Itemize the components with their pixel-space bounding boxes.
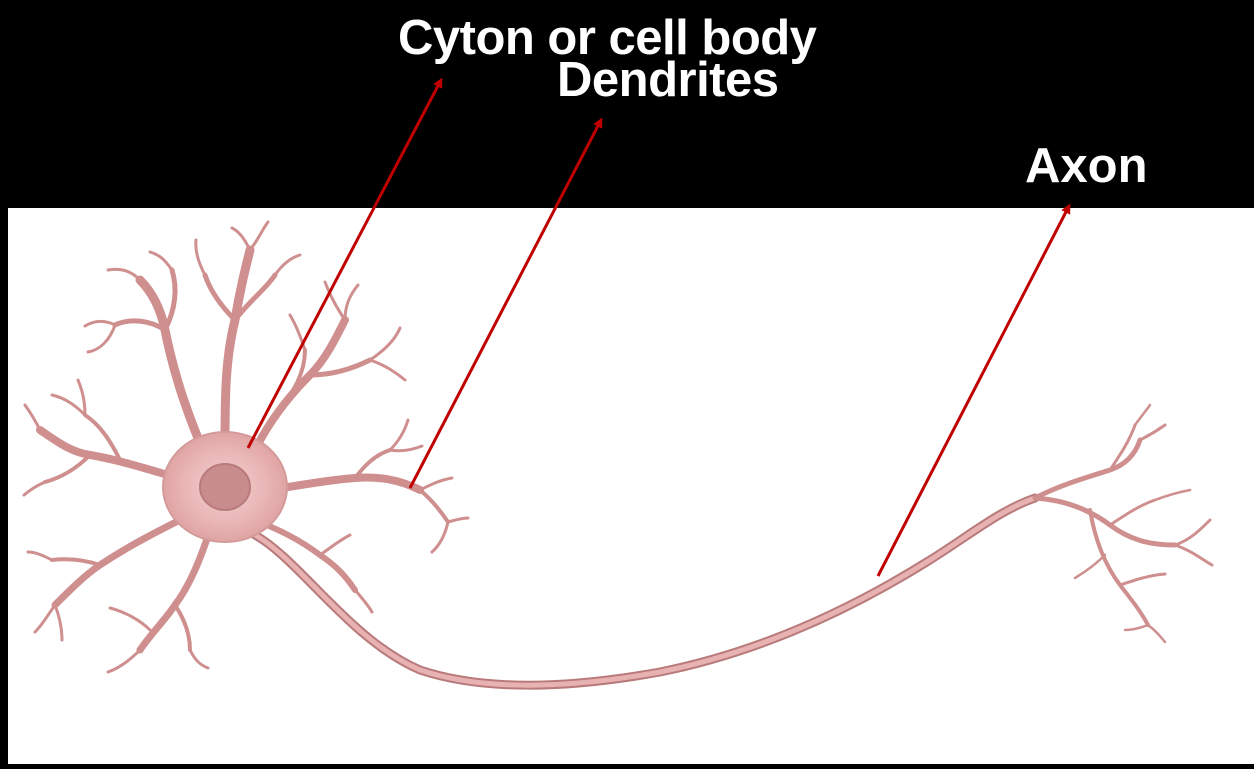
cell-body (163, 432, 287, 542)
nucleus (200, 464, 250, 510)
axon-label: Axon (1025, 142, 1148, 191)
dendrites-label: Dendrites (557, 56, 779, 105)
